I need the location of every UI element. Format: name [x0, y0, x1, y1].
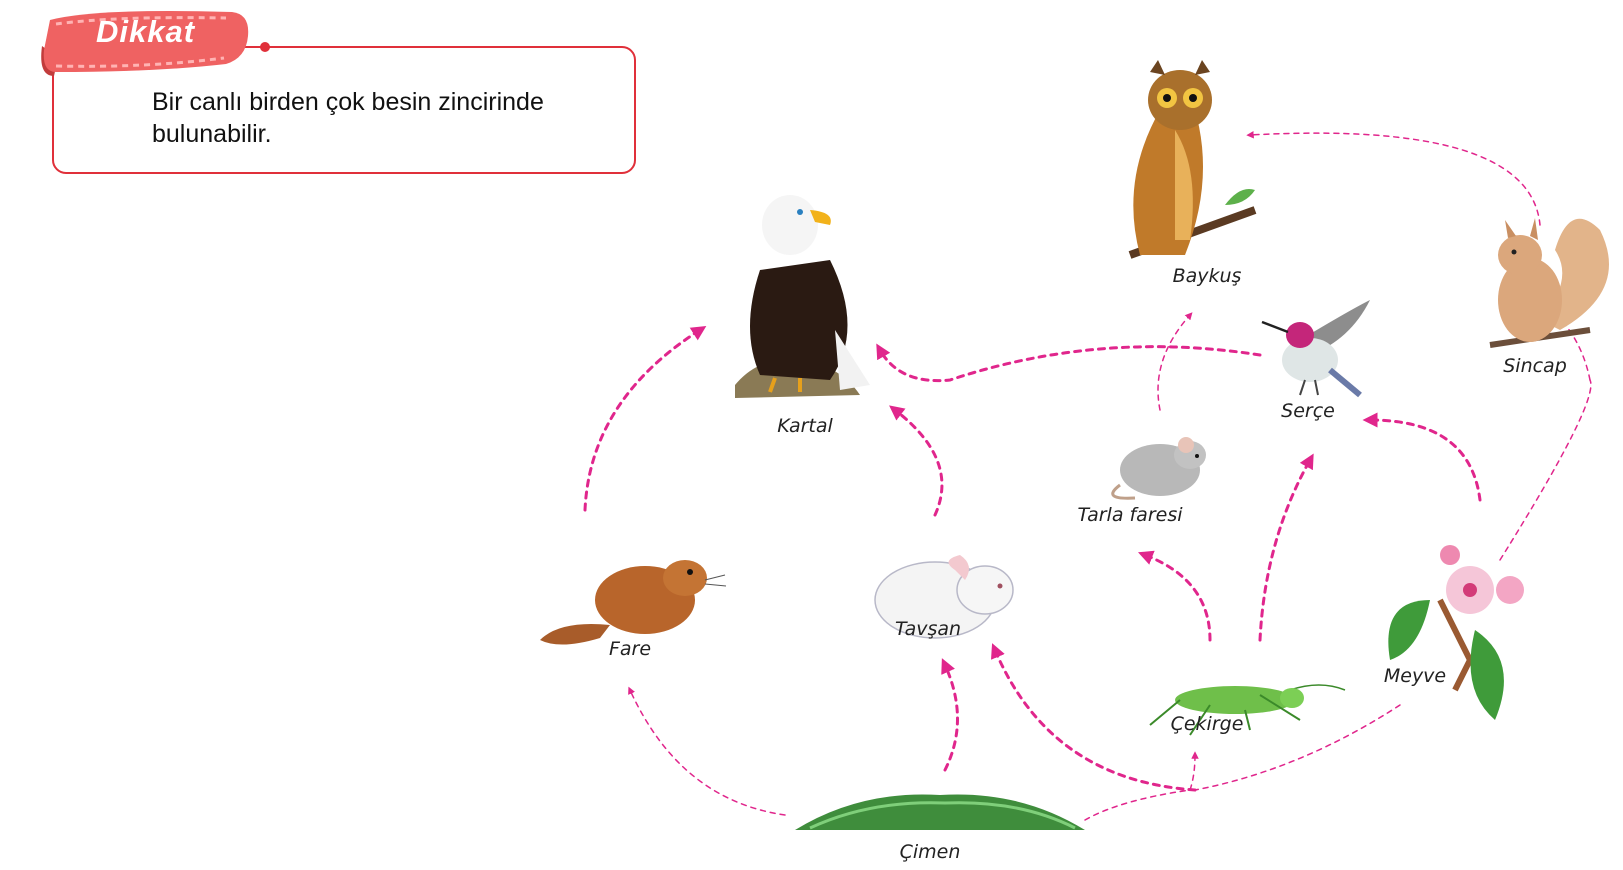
cimen-illustration	[795, 794, 1085, 830]
tarla-faresi-illustration	[1111, 437, 1206, 500]
arrow-serce-to-kartal	[876, 343, 1262, 383]
arrow-cimen-to-tavsan	[941, 658, 959, 772]
arrow-cekirge-to-tarla-faresi	[1138, 550, 1212, 642]
label-kartal: Kartal	[777, 415, 833, 437]
arrow-meyve-link	[1194, 704, 1401, 791]
label-tavsan: Tavşan	[895, 618, 961, 640]
sincap-illustration	[1489, 218, 1609, 348]
tavsan-illustration	[874, 555, 1014, 639]
arrow-sincap-to-baykus	[1246, 131, 1541, 226]
arrow-cekirge-to-serce	[1258, 453, 1314, 642]
label-fare: Fare	[609, 638, 651, 660]
label-sincap: Sincap	[1503, 355, 1567, 377]
meyve-illustration	[1388, 545, 1524, 720]
arrow-cimen-to-tavsan-2	[991, 643, 1197, 792]
dikkat-ribbon-icon	[41, 11, 249, 76]
arrow-cimen-to-cekirge	[1084, 751, 1199, 821]
dikkat-badge-label: Dikkat	[96, 14, 196, 49]
arrow-meyve-to-sincap-part	[1499, 379, 1592, 561]
serce-illustration	[1261, 300, 1370, 398]
arrow-meyve-to-sincap	[1537, 297, 1591, 381]
label-baykus: Baykuş	[1173, 265, 1242, 287]
callout-dot	[260, 42, 270, 52]
label-tarla-faresi: Tarla faresi	[1077, 504, 1183, 526]
label-cimen: Çimen	[900, 841, 961, 863]
cekirge-illustration	[1149, 684, 1346, 736]
arrow-fare-to-kartal	[583, 325, 707, 512]
label-cekirge: Çekirge	[1171, 713, 1244, 735]
label-serce: Serçe	[1281, 400, 1335, 422]
arrow-cimen-to-fare	[628, 686, 786, 816]
arrow-tarla-faresi-to-baykus	[1157, 312, 1193, 411]
food-web-arrows	[583, 131, 1592, 821]
baykus-illustration	[1128, 60, 1257, 259]
kartal-illustration	[735, 195, 870, 398]
callout-text: Bir canlı birden çok besin zincirinde bu…	[152, 88, 544, 148]
fare-illustration	[540, 560, 727, 645]
arrow-meyve-to-serce	[1362, 412, 1482, 502]
arrow-tavsan-to-kartal	[889, 405, 944, 517]
label-meyve: Meyve	[1384, 665, 1446, 687]
